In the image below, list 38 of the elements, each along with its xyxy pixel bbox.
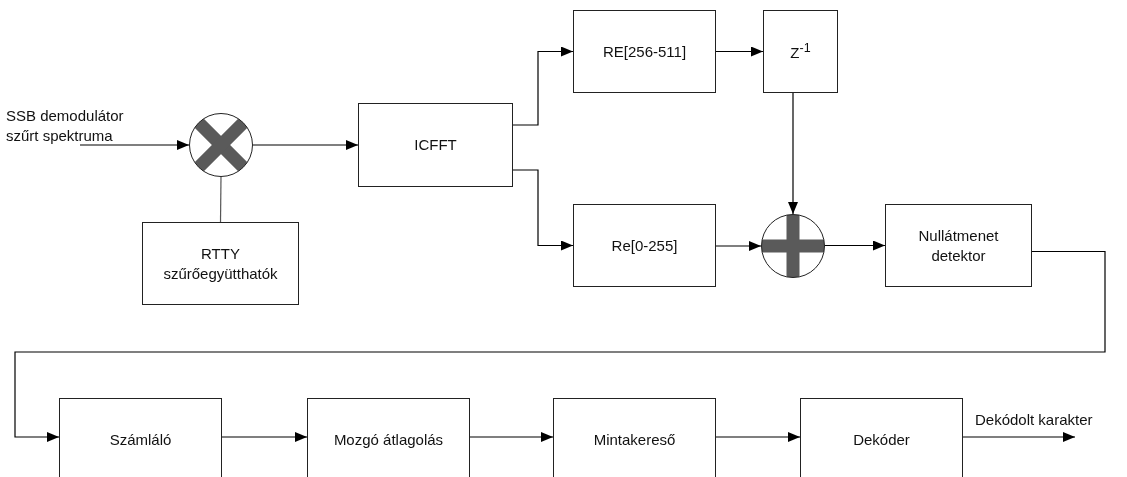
process-box — [763, 10, 838, 93]
input-label: SSB demodulátor szűrt spektruma — [6, 106, 154, 145]
process-box — [800, 398, 963, 477]
arrow — [221, 432, 308, 442]
box-label: RTTY szűrőegyütthatók — [162, 244, 279, 283]
box-label: Nullátmenet detektor — [917, 226, 1000, 265]
process-box — [307, 398, 470, 477]
edge-label: Dekódolt karakter — [975, 410, 1093, 430]
box-label: Re[0-255] — [610, 235, 679, 256]
process-box — [59, 398, 222, 477]
process-box — [573, 10, 716, 93]
box-label: Z$^{-1}$ — [789, 40, 812, 63]
box-label: Mozgó átlagolás — [332, 429, 445, 450]
arrow — [512, 169, 574, 251]
box-label: Számláló — [108, 429, 173, 450]
arrow — [962, 432, 1076, 442]
process-box — [573, 204, 716, 287]
arrow — [824, 240, 886, 251]
connector-line — [219, 176, 222, 223]
box-label: RE[256-511] — [601, 41, 688, 62]
process-box — [885, 204, 1032, 287]
arrow — [788, 92, 798, 215]
process-box — [358, 103, 513, 187]
box-label: Dekóder — [852, 429, 911, 450]
arrow — [512, 46, 574, 126]
process-box — [553, 398, 716, 477]
box-label: ICFFT — [413, 135, 458, 155]
box-label: Mintakereső — [592, 429, 677, 450]
multiplier-symbol — [189, 113, 253, 177]
adder-symbol — [761, 214, 825, 278]
arrow — [252, 140, 359, 150]
arrow — [79, 140, 190, 150]
arrow — [715, 241, 762, 251]
process-box — [142, 222, 299, 305]
arrow — [715, 432, 801, 442]
arrow — [715, 46, 764, 57]
arrow — [14, 250, 1106, 442]
arrow — [469, 432, 554, 442]
